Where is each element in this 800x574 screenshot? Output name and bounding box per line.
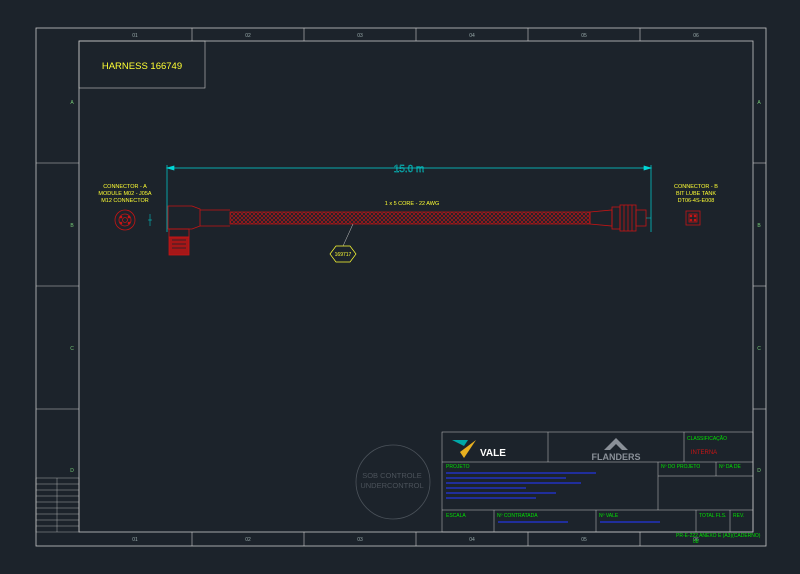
row-label-right-b: B <box>757 223 761 229</box>
row-label-right-c: C <box>757 346 761 352</box>
classificacao-label: CLASSIFICAÇÃO <box>687 435 727 442</box>
connector-b-face[interactable] <box>685 210 701 226</box>
outer-frame <box>35 27 767 547</box>
row-label-left-a: A <box>70 100 74 106</box>
connector-a-face[interactable] <box>114 209 136 231</box>
col-label-bottom-5: 05 <box>581 537 587 543</box>
row-label-left-c: C <box>70 346 74 352</box>
connector-a-line-2: MODULE M02 - J05A <box>98 191 152 197</box>
total-fls-label: TOTAL FLS. <box>699 513 726 519</box>
row-label-left-d: D <box>70 468 74 474</box>
col-label-top-5: 05 <box>581 33 587 39</box>
footer-line-1: PR-E-222 ANEXO E (A3)(CADERNO) <box>676 533 761 539</box>
connector-a-line-1: CONNECTOR - A <box>103 184 147 190</box>
title-block <box>441 431 754 533</box>
col-label-bottom-3: 03 <box>357 537 363 543</box>
watermark-circle <box>355 444 431 520</box>
col-label-top-1: 01 <box>132 33 138 39</box>
col-label-bottom-6: 06 <box>693 537 699 543</box>
cable-label: 1 x 5 CORE - 22 AWG <box>385 201 440 207</box>
watermark-line-2: UNDERCONTROL <box>360 481 423 490</box>
no-vale-label: Nº VALE <box>599 513 619 519</box>
revision-table <box>35 477 80 533</box>
classificacao-value: INTERNA <box>691 450 717 456</box>
title-box <box>78 40 206 89</box>
row-label-left-b: B <box>70 223 74 229</box>
vale-logo-text: VALE <box>480 448 506 459</box>
sheet-title: HARNESS 166749 <box>102 61 182 72</box>
connector-a-centerline <box>148 214 152 226</box>
inner-frame <box>78 40 754 533</box>
watermark-line-1: SOB CONTROLE <box>362 471 422 480</box>
col-label-bottom-1: 01 <box>132 537 138 543</box>
zone-ticks <box>36 28 766 546</box>
no-contratada-label: Nº CONTRATADA <box>497 513 538 519</box>
col-label-top-3: 03 <box>357 33 363 39</box>
no-de-label: Nº DA DE <box>719 464 741 470</box>
connector-b-line-1: CONNECTOR - B <box>674 184 718 190</box>
tag-leader <box>342 223 354 247</box>
flanders-logo: FLANDERS <box>592 438 641 462</box>
cable-body[interactable] <box>229 211 591 225</box>
vale-logo: VALE <box>452 440 506 459</box>
row-label-right-a: A <box>757 100 761 106</box>
projeto-label: PROJETO <box>446 464 470 470</box>
no-projeto-label: Nº DO PROJETO <box>661 464 700 470</box>
col-label-top-6: 06 <box>693 33 699 39</box>
cable-tag-text: 169717 <box>335 252 352 258</box>
flanders-logo-text: FLANDERS <box>592 452 641 462</box>
cable-tag-hexagon[interactable] <box>329 245 357 263</box>
rev-label: REV. <box>733 513 744 519</box>
connector-b-line-3: DT06-4S-E008 <box>678 198 715 204</box>
dimension-line <box>165 165 653 232</box>
footer-line-2: 08 <box>693 539 699 545</box>
escala-label: ESCALA <box>446 513 466 519</box>
connector-b-line-2: BIT LUBE TANK <box>676 191 716 197</box>
connector-a-body[interactable] <box>167 205 230 256</box>
connector-a-line-3: M12 CONNECTOR <box>101 198 149 204</box>
row-label-right-d: D <box>757 468 761 474</box>
project-info-text-blocks <box>446 472 660 523</box>
col-label-top-2: 02 <box>245 33 251 39</box>
col-label-bottom-2: 02 <box>245 537 251 543</box>
col-label-bottom-4: 04 <box>469 537 475 543</box>
connector-b-body[interactable] <box>589 204 651 232</box>
dimension-text: 15.0 m <box>394 164 425 175</box>
col-label-top-4: 04 <box>469 33 475 39</box>
